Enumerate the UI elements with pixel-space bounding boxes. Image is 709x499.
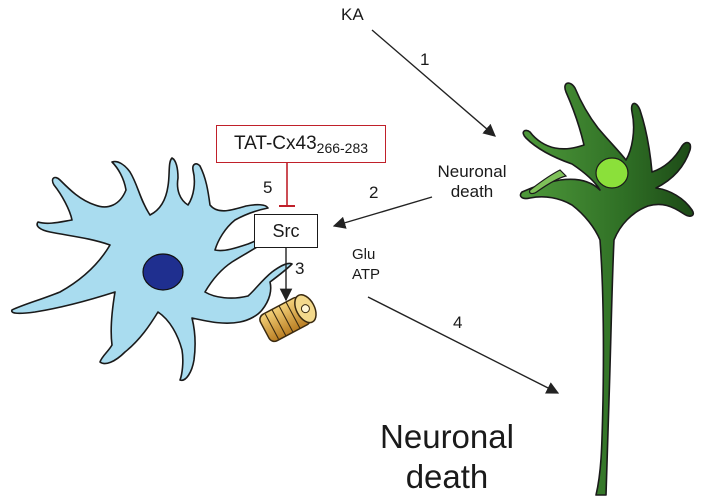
neuron (519, 82, 695, 496)
src-label: Src (272, 220, 300, 241)
neuronal-death-large-line2: death (405, 457, 489, 495)
step-2-label: 2 (369, 183, 379, 202)
neuronal-death-small: Neuronal death (428, 162, 516, 201)
astrocyte-nucleus (142, 253, 184, 291)
neuronal-death-large-line1: Neuronal (380, 418, 514, 455)
arrow-step-1 (371, 29, 496, 137)
neuron-left-dendrite (528, 169, 568, 195)
neuron-body (519, 82, 695, 496)
src-box: Src (254, 214, 318, 248)
astrocyte (10, 157, 293, 382)
peptide-subscript: 266-283 (316, 140, 369, 156)
step-5-label: 5 (263, 178, 273, 197)
atp-label: ATP (352, 266, 381, 283)
peptide-label: TAT-Cx43 (233, 133, 317, 154)
ka-label: KA (341, 5, 364, 24)
glu-label: Glu (352, 246, 376, 263)
neuron-nucleus (595, 157, 629, 189)
step-4-label: 4 (453, 313, 463, 332)
arrow-step-4 (367, 296, 560, 394)
neuronal-death-small-line1: Neuronal (437, 162, 507, 181)
step-1-label: 1 (420, 50, 430, 69)
hemichannel (259, 294, 317, 343)
step-3-label: 3 (295, 259, 305, 278)
neuronal-death-large: Neuronal death (372, 417, 522, 496)
neuronal-death-small-line2: death (450, 181, 494, 201)
arrow-step-2 (332, 196, 433, 229)
